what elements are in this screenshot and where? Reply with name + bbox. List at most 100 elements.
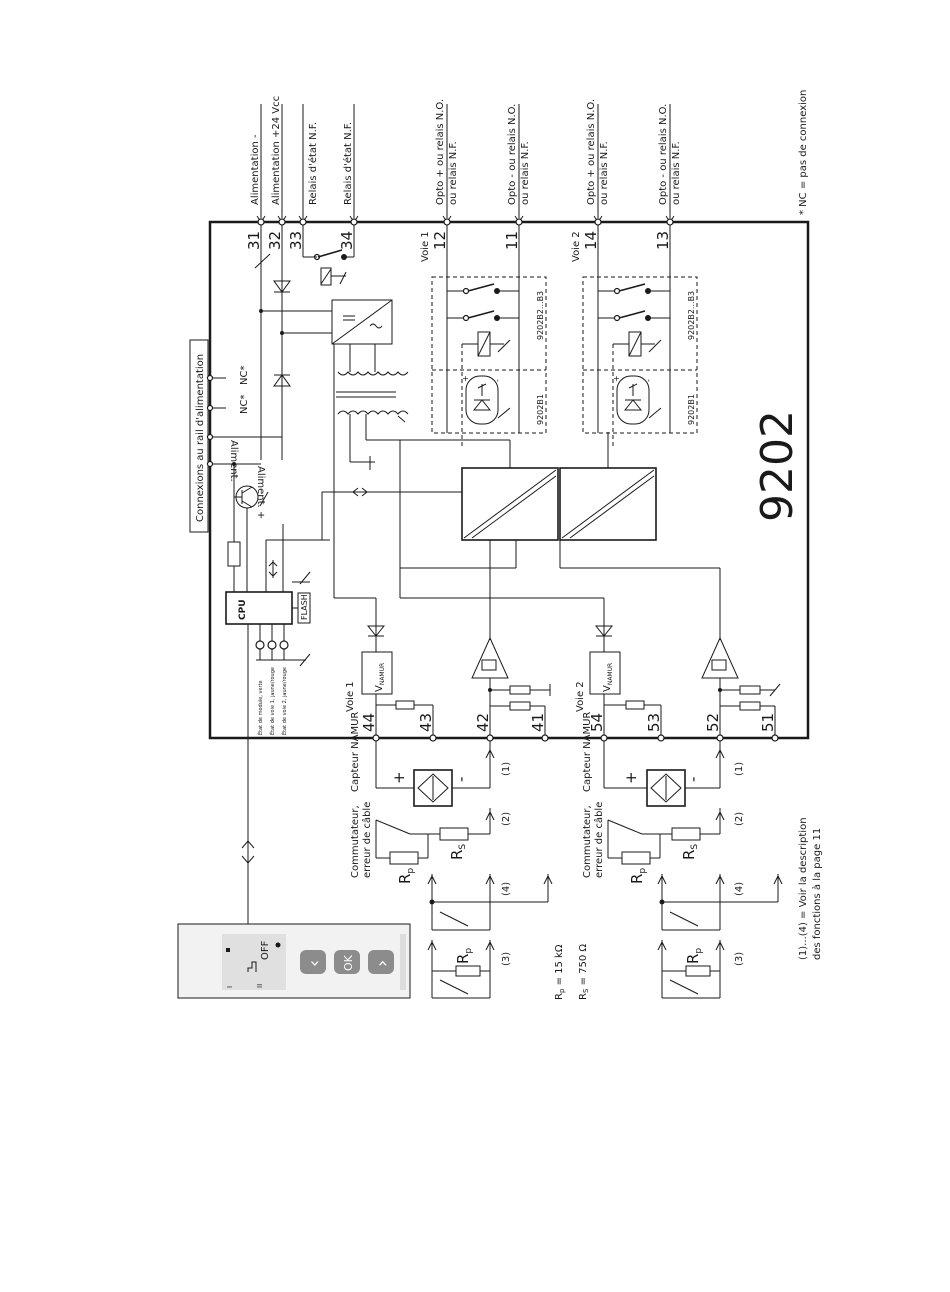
external-channel1: + - Capteur NAMUR (1) Commutateur, erreu… xyxy=(350,712,553,999)
lcd-off: OFF xyxy=(260,940,271,960)
rp-label-1: Rp xyxy=(396,868,416,884)
terminal-14: 14 xyxy=(582,231,600,250)
rs-label-2: RS xyxy=(680,844,700,860)
terminal-31: 31 xyxy=(245,231,263,250)
led3-label: État de voie 2, jaune/rouge xyxy=(280,667,288,735)
label-11a: Opto - ou relais N.O. xyxy=(507,104,518,205)
fn2-a: (2) xyxy=(501,812,512,826)
label-34: Relais d'état N.F. xyxy=(342,122,354,205)
opto-plus-1: + xyxy=(461,375,470,382)
display-panel: OFF I II ‹ OK › xyxy=(177,923,411,999)
label-32: Alimentation +24 Vcc xyxy=(271,96,282,205)
ext1-minus: - xyxy=(452,777,470,782)
btn-left-label: ‹ xyxy=(304,960,325,967)
input-channel1: VNAMUR Voie 1 xyxy=(345,620,551,735)
capteur2: Capteur NAMUR xyxy=(582,712,593,792)
terminal-12: 12 xyxy=(431,231,449,250)
vnamur2: VNAMUR xyxy=(602,663,614,692)
lcd-i: I xyxy=(226,986,234,988)
rp-value: Rp = 15 kΩ xyxy=(554,944,566,1000)
label-12a: Opto + ou relais N.O. xyxy=(435,99,446,205)
terminal-34: 34 xyxy=(338,231,356,250)
opto-plus-2: + xyxy=(612,375,621,382)
flash-label: FLASH xyxy=(300,594,309,620)
bottom-terminal-block: 44 43 42 41 54 53 52 51 xyxy=(360,713,779,742)
rail-nc2: NC* xyxy=(239,395,250,414)
ext2-minus: - xyxy=(684,777,702,782)
rail-nc1: NC* xyxy=(239,366,250,385)
label-14b: ou relais N.F. xyxy=(599,141,610,205)
fn3-b: (3) xyxy=(734,952,745,966)
ext2-plus: + xyxy=(622,771,640,784)
commut2-a: Commutateur, xyxy=(582,805,593,878)
rp-label-3: Rp xyxy=(454,948,474,964)
voie1-bottom: Voie 1 xyxy=(345,681,356,712)
terminal-13: 13 xyxy=(654,231,672,250)
rp-label-2: Rp xyxy=(628,868,648,884)
relay-variant-2: 9202B2...B3 xyxy=(687,291,696,340)
terminal-43: 43 xyxy=(417,713,435,732)
commut2-b: erreur de câble xyxy=(593,802,605,878)
terminal-54: 54 xyxy=(588,713,606,732)
cpu-label: CPU xyxy=(238,599,248,620)
fn4-b: (4) xyxy=(734,882,745,896)
module-outline xyxy=(208,220,810,740)
terminal-51: 51 xyxy=(759,713,777,732)
rp-label-4: Rp xyxy=(684,948,704,964)
external-channel2: + - Capteur NAMUR (1) Commutateur, erreu… xyxy=(582,712,783,999)
lcd-ii: II xyxy=(256,984,264,988)
label-11b: ou relais N.F. xyxy=(520,141,531,205)
label-13b: ou relais N.F. xyxy=(671,141,682,205)
voie1-top: Voie 1 xyxy=(420,231,431,262)
opto-minus-1: - xyxy=(493,379,502,382)
terminal-52: 52 xyxy=(704,713,722,732)
opto-minus-2: - xyxy=(644,379,653,382)
opto-variant-2: 9202B1 xyxy=(687,394,696,425)
label-31: Alimentation - xyxy=(250,134,261,205)
cpu-block: CPU FLASH État de module, verte État de … xyxy=(225,487,462,924)
opto-variant-1: 9202B1 xyxy=(536,394,545,425)
vnamur1: VNAMUR xyxy=(374,663,386,692)
btn-left[interactable] xyxy=(300,950,326,974)
relay-variant-1: 9202B2...B3 xyxy=(536,291,545,340)
btn-right[interactable] xyxy=(368,950,394,974)
btn-ok[interactable] xyxy=(334,950,360,974)
btn-ok-label: OK xyxy=(342,954,355,971)
label-14a: Opto + ou relais N.O. xyxy=(586,99,597,205)
commut1-b: erreur de câble xyxy=(361,802,373,878)
fn4-a: (4) xyxy=(501,882,512,896)
rail-title: Connexions au rail d'alimentation xyxy=(195,354,206,522)
fn1-b: (1) xyxy=(734,762,745,776)
fn3-a: (3) xyxy=(501,952,512,966)
voie2-top: Voie 2 xyxy=(571,231,582,262)
note-line1: (1)...(4) = Voir la description xyxy=(798,817,809,960)
ext1-plus: + xyxy=(390,771,408,784)
terminal-53: 53 xyxy=(645,713,663,732)
top-terminal-block: 31 32 33 34 12 11 14 13 Alimentation - A… xyxy=(245,96,682,250)
fn1-a: (1) xyxy=(501,762,512,776)
label-12b: ou relais N.F. xyxy=(448,141,459,205)
led2-label: État de voie 1, jaune/rouge xyxy=(268,667,276,735)
isolation-blocks xyxy=(333,344,721,640)
lcd-status-icon xyxy=(275,942,281,948)
input-channel2: VNAMUR Voie 2 xyxy=(575,620,781,735)
label-33: Relais d'état N.F. xyxy=(307,122,319,205)
rs-value: RS = 750 Ω xyxy=(578,944,590,1000)
capteur1: Capteur NAMUR xyxy=(350,712,361,792)
channel1-output: 9202B2...B3 + - 9202B1 Voie 1 xyxy=(420,225,547,448)
voie2-bottom: Voie 2 xyxy=(575,681,586,712)
terminal-44: 44 xyxy=(360,713,378,732)
value-notes: Rp = 15 kΩ RS = 750 Ω (1)...(4) = Voir l… xyxy=(554,817,823,1000)
note-line2: des fonctions à la page 11 xyxy=(811,828,823,960)
terminal-33: 33 xyxy=(287,231,305,250)
power-section: Connexions au rail d'alimentation NC* NC… xyxy=(189,225,510,592)
terminal-11: 11 xyxy=(503,231,521,250)
fn2-b: (2) xyxy=(734,812,745,826)
commut1-a: Commutateur, xyxy=(350,805,361,878)
label-13a: Opto - ou relais N.O. xyxy=(658,104,669,205)
led1-label: État de module, verte xyxy=(256,680,264,735)
btn-right-label: › xyxy=(372,960,393,967)
nc-note: * NC = pas de connexion xyxy=(798,90,809,215)
